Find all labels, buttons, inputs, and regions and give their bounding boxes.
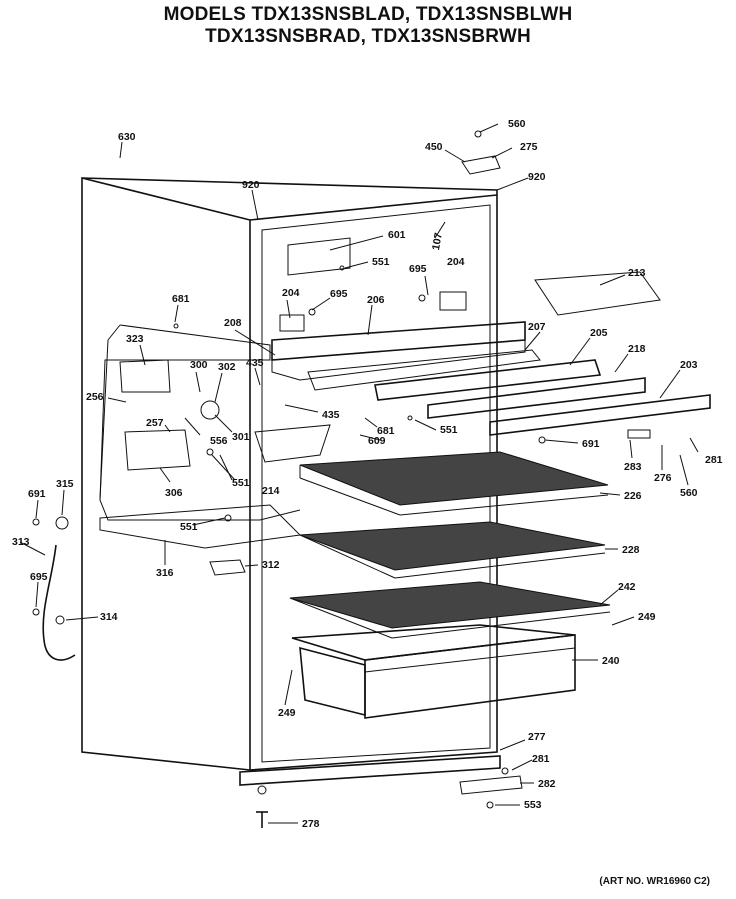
- label-315: 315: [56, 478, 74, 490]
- label-306: 306: [165, 487, 183, 499]
- label-630: 630: [118, 131, 136, 143]
- label-314: 314: [100, 611, 118, 623]
- label-302: 302: [218, 361, 236, 373]
- label-551: 551: [372, 256, 390, 268]
- label-450: 450: [425, 141, 443, 153]
- water-tube: [32, 516, 76, 661]
- label-281: 281: [705, 454, 723, 466]
- label-275: 275: [520, 141, 538, 153]
- leader-lines: [19, 123, 699, 824]
- label-276: 276: [654, 472, 672, 484]
- label-691-b: 691: [28, 488, 46, 500]
- label-204: 204: [447, 256, 465, 268]
- shelf-242: [289, 581, 611, 639]
- label-213: 213: [628, 267, 646, 279]
- label-256: 256: [86, 391, 104, 403]
- label-214: 214: [262, 485, 280, 497]
- label-691: 691: [582, 438, 600, 450]
- label-681-b: 681: [377, 425, 395, 437]
- hardware-markers: [173, 130, 546, 828]
- label-249: 249: [638, 611, 656, 623]
- label-553: 553: [524, 799, 542, 811]
- label-435-b: 435: [322, 409, 340, 421]
- label-920-b: 920: [528, 171, 546, 183]
- label-257: 257: [146, 417, 164, 429]
- label-226: 226: [624, 490, 642, 502]
- label-316: 316: [156, 567, 174, 579]
- label-218: 218: [628, 343, 646, 355]
- label-204-b: 204: [282, 287, 300, 299]
- label-282: 282: [538, 778, 556, 790]
- control-panel-outline: [99, 324, 301, 521]
- label-695-c: 695: [30, 571, 48, 583]
- label-203: 203: [680, 359, 698, 371]
- label-551-c: 551: [232, 477, 250, 489]
- label-920: 920: [242, 179, 260, 191]
- label-207: 207: [528, 321, 546, 333]
- label-556: 556: [210, 435, 228, 447]
- crisper-drawer: [291, 624, 576, 719]
- label-695-b: 695: [330, 288, 348, 300]
- label-242: 242: [618, 581, 636, 593]
- label-323: 323: [126, 333, 144, 345]
- cabinet: [81, 177, 501, 795]
- label-609: 609: [368, 435, 386, 447]
- label-435: 435: [246, 357, 264, 369]
- upper-parts: [99, 155, 711, 795]
- label-107: 107: [430, 232, 445, 251]
- label-228: 228: [622, 544, 640, 556]
- label-601: 601: [388, 229, 406, 241]
- label-312: 312: [262, 559, 280, 571]
- label-300: 300: [190, 359, 208, 371]
- label-249-b: 249: [278, 707, 296, 719]
- shelf-226: [299, 451, 609, 516]
- label-301: 301: [232, 431, 250, 443]
- label-681: 681: [172, 293, 190, 305]
- label-695: 695: [409, 263, 427, 275]
- label-278: 278: [302, 818, 320, 830]
- label-206: 206: [367, 294, 385, 306]
- label-560-b: 560: [680, 487, 698, 499]
- label-560: 560: [508, 118, 526, 130]
- diagram-title-line-1: MODELS TDX13SNSBLAD, TDX13SNSBLWH: [163, 4, 573, 25]
- label-313: 313: [12, 536, 30, 548]
- label-208: 208: [224, 317, 242, 329]
- label-240: 240: [602, 655, 620, 667]
- label-281-b: 281: [532, 753, 550, 765]
- shelf-228: [299, 521, 606, 579]
- label-205: 205: [590, 327, 608, 339]
- diagram-title-line-2: TDX13SNSBRAD, TDX13SNSBRWH: [205, 26, 531, 47]
- label-283: 283: [624, 461, 642, 473]
- label-277: 277: [528, 731, 546, 743]
- part-labels: 630 560 450 275 920 920 601 551 107 695 …: [12, 118, 723, 830]
- label-551-d: 551: [180, 521, 198, 533]
- label-551-b: 551: [440, 424, 458, 436]
- art-number: (ART NO. WR16960 C2): [599, 876, 710, 887]
